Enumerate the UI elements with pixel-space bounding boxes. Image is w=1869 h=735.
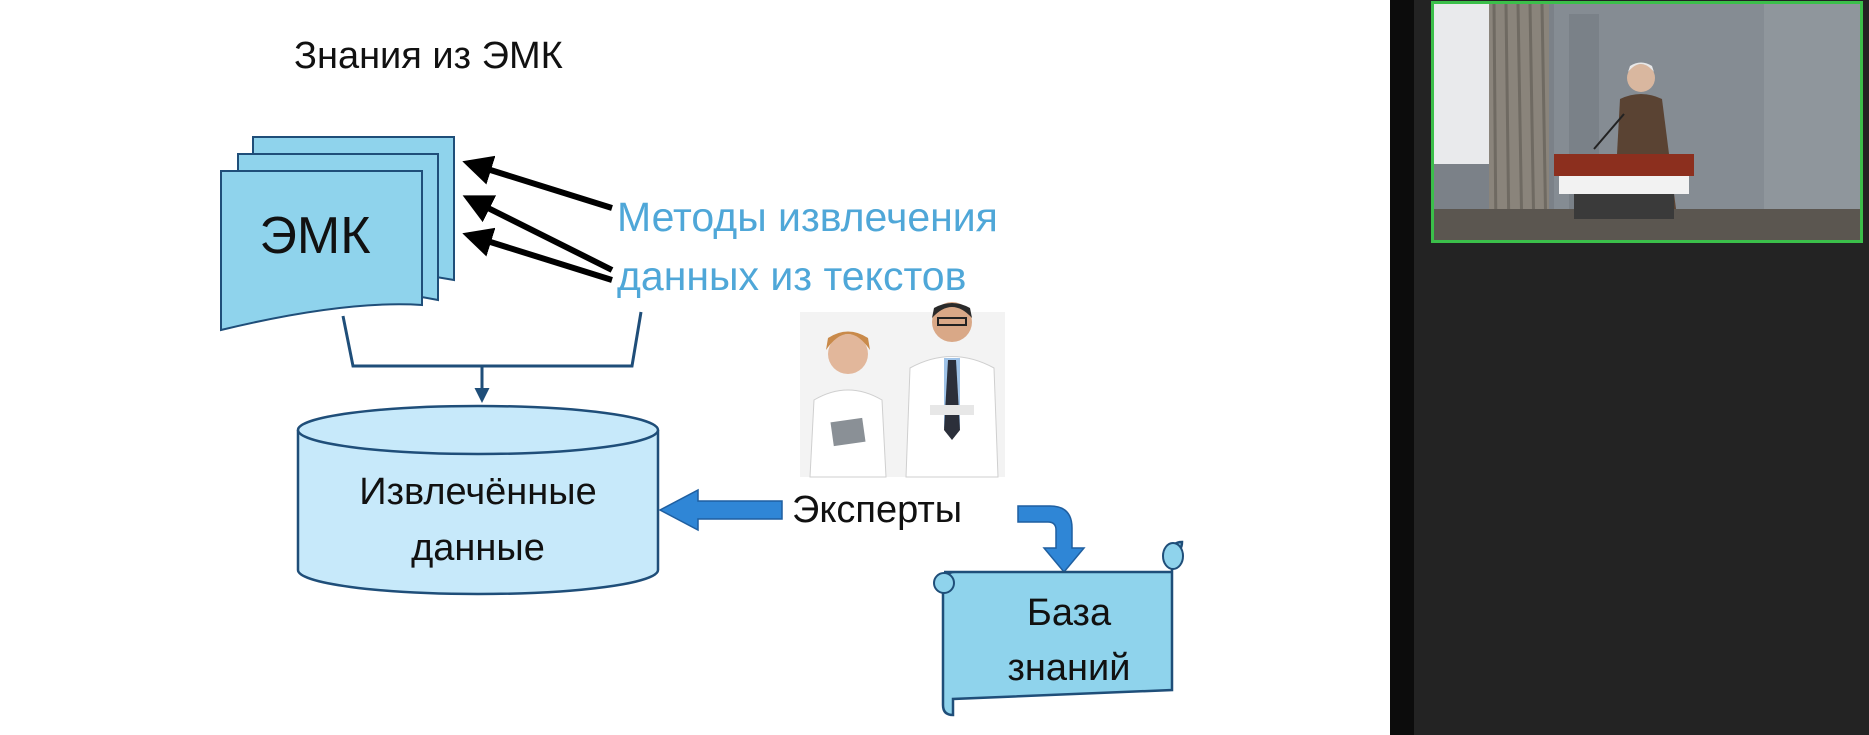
- experts-to-kb-arrow: [1017, 505, 1086, 574]
- slide-diagram: Знания из ЭМК ЭМК Методы извлечения данн…: [220, 35, 1184, 717]
- knowledge-base-scroll: [933, 540, 1184, 717]
- speaker-video-feed: [1434, 4, 1860, 240]
- extraction-arrows: [462, 155, 614, 283]
- emk-documents-stack: [220, 136, 455, 332]
- doctors-photo: [800, 302, 1005, 478]
- methods-text-line2: данных из текстов: [617, 253, 966, 299]
- experts-to-db-arrow: [658, 488, 783, 532]
- panel-divider: [1390, 0, 1414, 735]
- extracted-data-cylinder: [296, 404, 660, 596]
- db-label-line1: Извлечённые: [359, 471, 596, 513]
- speaker-video-tile[interactable]: [1431, 1, 1863, 243]
- bracket-connector: [341, 311, 643, 368]
- db-label-line2: данные: [411, 527, 545, 569]
- kb-label-line2: знаний: [1008, 647, 1131, 689]
- presentation-slide: Знания из ЭМК ЭМК Методы извлечения данн…: [220, 35, 1184, 717]
- methods-text-line1: Методы извлечения: [617, 194, 998, 240]
- kb-label-line1: База: [1027, 592, 1112, 634]
- experts-label: Эксперты: [792, 489, 962, 531]
- slide-title: Знания из ЭМК: [294, 35, 563, 77]
- emk-label: ЭМК: [260, 207, 371, 265]
